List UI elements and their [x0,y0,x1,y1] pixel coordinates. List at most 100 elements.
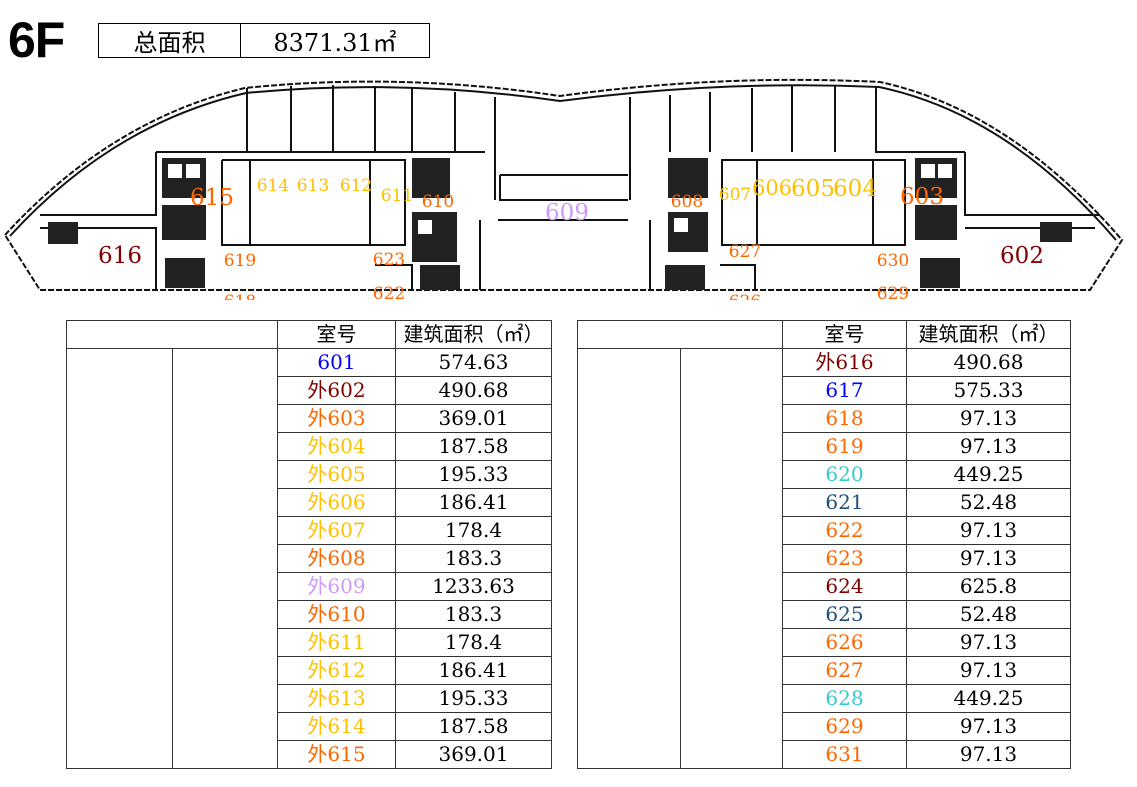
room-number-cell: 外616 [782,348,907,377]
room-number-cell: 外612 [277,656,396,685]
area-cell: 97.13 [906,712,1071,741]
room-number-cell: 外610 [277,600,396,629]
header-blank [66,320,278,349]
floor-label: 6F [8,12,65,68]
area-cell: 449.25 [906,460,1071,489]
room-label-623: 623 [373,250,405,270]
room-number-cell: 外615 [277,740,396,769]
room-number-cell: 620 [782,460,907,489]
area-cell: 97.13 [906,516,1071,545]
room-label-615: 615 [190,185,234,211]
header-room: 室号 [782,320,907,349]
room-label-602: 602 [1000,243,1044,269]
area-cell: 369.01 [395,740,552,769]
total-area-value: 8371.31㎡ [273,29,397,57]
room-label-613: 613 [297,176,329,196]
area-cell: 97.13 [906,544,1071,573]
room-number-cell: 631 [782,740,907,769]
header-room: 室号 [277,320,396,349]
merged-blank-cell [679,348,783,769]
building-outline [3,78,1124,291]
area-cell: 183.3 [395,544,552,573]
room-label-609: 609 [545,200,589,226]
room-number-cell: 622 [782,516,907,545]
room-label-606: 606 [752,176,792,200]
area-cell: 1233.63 [395,572,552,601]
room-number-cell: 外604 [277,432,396,461]
room-label-630: 630 [877,251,909,271]
header-area: 建筑面积（㎡） [906,320,1071,349]
area-cell: 490.68 [906,348,1071,377]
area-cell: 187.58 [395,432,552,461]
room-number-cell: 623 [782,544,907,573]
merged-blank-cell [577,348,681,769]
room-number-cell: 619 [782,432,907,461]
room-number-cell: 外606 [277,488,396,517]
area-cell: 186.41 [395,656,552,685]
area-cell: 574.63 [395,348,552,377]
room-number-cell: 外609 [277,572,396,601]
area-cell: 186.41 [395,488,552,517]
table-header-row: 室号 建筑面积（㎡） [66,320,552,349]
room-number-cell: 外613 [277,684,396,713]
room-number-cell: 625 [782,600,907,629]
header-area: 建筑面积（㎡） [395,320,552,349]
area-cell: 52.48 [906,488,1071,517]
room-label-622: 622 [373,284,405,300]
room-number-cell: 624 [782,572,907,601]
room-label-607: 607 [719,185,751,205]
room-label-603: 603 [900,184,944,210]
room-label-614: 614 [257,176,289,196]
room-label-608: 608 [671,192,703,212]
area-cell: 625.8 [906,572,1071,601]
area-cell: 52.48 [906,600,1071,629]
room-number-cell: 外608 [277,544,396,573]
header-blank [577,320,783,349]
room-number-cell: 601 [277,348,396,377]
room-label-604: 604 [833,176,877,202]
area-cell: 97.13 [906,628,1071,657]
area-cell: 575.33 [906,376,1071,405]
room-number-cell: 外607 [277,516,396,545]
area-cell: 490.68 [395,376,552,405]
room-number-cell: 629 [782,712,907,741]
area-cell: 97.13 [906,656,1071,685]
room-label-619: 619 [224,251,256,271]
merged-blank-cell [171,348,278,769]
area-cell: 187.58 [395,712,552,741]
area-cell: 195.33 [395,684,552,713]
area-cell: 97.13 [906,404,1071,433]
room-label-618: 618 [224,292,256,300]
room-number-cell: 628 [782,684,907,713]
room-label-627: 627 [729,242,761,262]
room-number-cell: 外611 [277,628,396,657]
area-cell: 97.13 [906,740,1071,769]
room-number-cell: 外614 [277,712,396,741]
room-label-629: 629 [877,284,909,300]
area-cell: 97.13 [906,432,1071,461]
room-label-605: 605 [791,176,835,202]
room-label-610: 610 [422,192,454,212]
room-label-616: 616 [98,243,142,269]
